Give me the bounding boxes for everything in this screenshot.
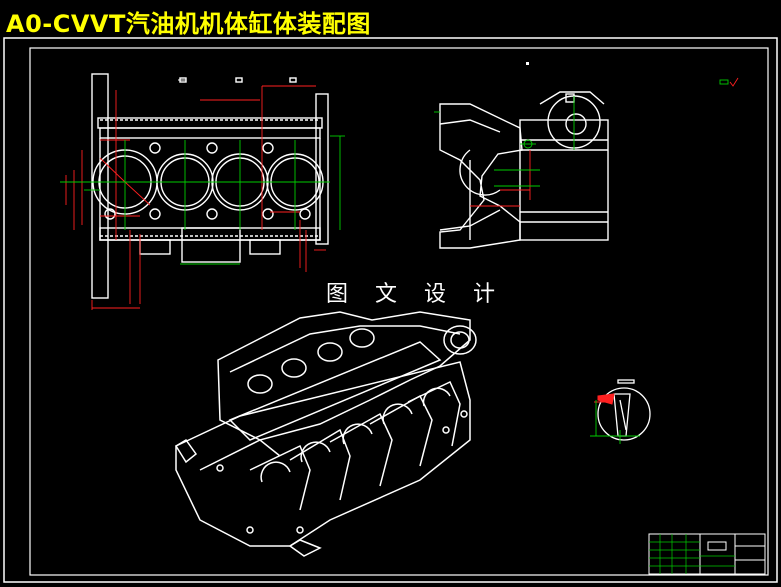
detail-view-centerlines xyxy=(590,400,640,444)
isometric-3d-view xyxy=(174,311,477,557)
side-section-view xyxy=(439,91,609,249)
drawing-title: A0-CVVT汽油机机体缸体装配图 xyxy=(6,10,371,38)
outer-frame xyxy=(3,37,778,583)
watermark: 图 文 设 计 xyxy=(322,282,509,308)
detail-view xyxy=(597,379,651,441)
roughness-symbol xyxy=(719,77,739,87)
title-block-grid xyxy=(649,534,735,574)
inner-frame xyxy=(29,47,769,576)
side-view-dimensions xyxy=(470,150,531,207)
front-view-centerlines xyxy=(60,135,345,265)
title-block xyxy=(648,533,766,575)
side-view-centerlines xyxy=(434,96,575,187)
detail-view-dimensions xyxy=(594,393,615,405)
view-marker xyxy=(526,62,529,65)
